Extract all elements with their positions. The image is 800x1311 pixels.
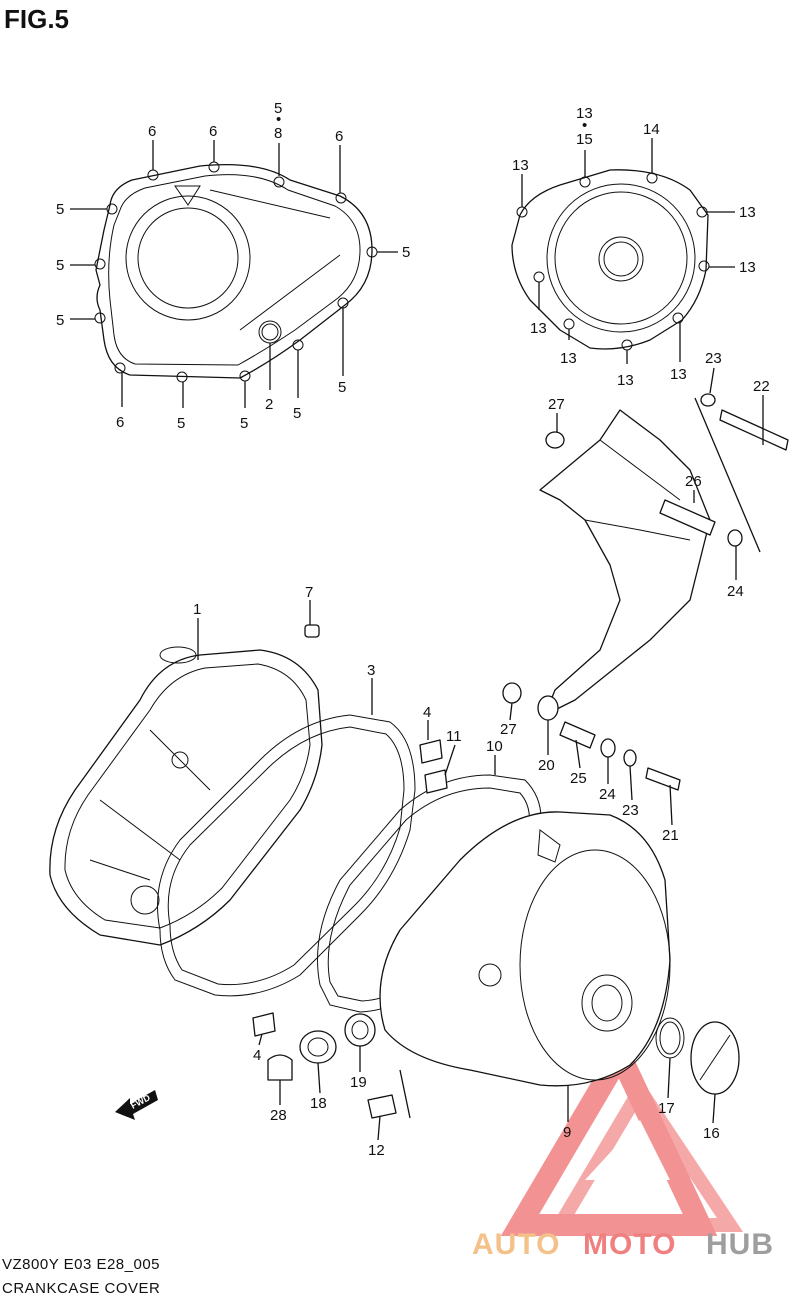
watermark-wordmark: AUTO MOTO HUB <box>472 1228 774 1261</box>
callout-21: 21 <box>662 827 679 844</box>
callout-9: 9 <box>563 1124 571 1141</box>
callout-24: 24 <box>599 786 616 803</box>
leader-lines <box>70 138 764 1141</box>
callout-6: 6 <box>335 128 343 145</box>
callout-16: 16 <box>703 1125 720 1142</box>
callout-13: 13 <box>576 105 593 122</box>
callout-11: 11 <box>446 728 462 745</box>
watermark-logo <box>500 1031 744 1236</box>
callout-13: 13 <box>512 157 529 174</box>
callout-13: 13 <box>739 204 756 221</box>
callout-24: 24 <box>727 583 744 600</box>
callout-5: 5 <box>338 379 346 396</box>
callout-14: 14 <box>643 121 660 138</box>
clutch-cover-part <box>49 624 323 946</box>
figure-title: FIG.5 <box>4 4 70 34</box>
generator-cover-part <box>379 811 740 1095</box>
callout-6: 6 <box>148 123 156 140</box>
callout-13: 13 <box>560 350 577 367</box>
callout-1: 1 <box>193 601 201 618</box>
callout-13: 13 <box>739 259 756 276</box>
watermark-auto: AUTO <box>472 1228 560 1261</box>
callout-8: 8 <box>274 125 282 142</box>
bolt-holes-gen <box>516 172 710 351</box>
callout-13: 13 <box>617 372 634 389</box>
callout-separator-dot: • <box>582 117 587 134</box>
callout-5: 5 <box>240 415 248 432</box>
callout-20: 20 <box>538 757 555 774</box>
callout-23: 23 <box>622 802 639 819</box>
model-code: VZ800Y E03 E28_005 <box>2 1256 161 1273</box>
callout-13: 13 <box>530 320 547 337</box>
callout-19: 19 <box>350 1074 367 1091</box>
callout-labels: 6 6 5 • 8 6 5 5 5 5 6 5 5 2 5 5 13 • 15 … <box>56 100 770 1159</box>
callout-26: 26 <box>685 473 702 490</box>
callout-5: 5 <box>293 405 301 422</box>
callout-2: 2 <box>265 396 273 413</box>
clutch-gasket-part <box>157 714 416 997</box>
callout-17: 17 <box>658 1100 675 1117</box>
callout-12: 12 <box>368 1142 385 1159</box>
callout-13: 13 <box>670 366 687 383</box>
callout-18: 18 <box>310 1095 327 1112</box>
small-parts <box>252 682 681 1119</box>
callout-7: 7 <box>305 584 313 601</box>
callout-separator-dot: • <box>276 111 281 128</box>
generator-cover-outline <box>511 169 710 351</box>
callout-15: 15 <box>576 131 593 148</box>
clutch-cover-outline <box>94 161 378 383</box>
callout-22: 22 <box>753 378 770 395</box>
watermark-hub: HUB <box>706 1228 774 1261</box>
callout-23: 23 <box>705 350 722 367</box>
callout-5: 5 <box>177 415 185 432</box>
callout-28: 28 <box>270 1107 287 1124</box>
forward-direction-arrow: FWD <box>115 1090 158 1120</box>
callout-27: 27 <box>500 721 517 738</box>
callout-3: 3 <box>367 662 375 679</box>
cover-guard-plate <box>539 393 789 716</box>
watermark-moto: MOTO <box>583 1228 676 1261</box>
callout-4: 4 <box>423 704 431 721</box>
diagram-caption: CRANKCASE COVER <box>2 1280 161 1297</box>
callout-6: 6 <box>209 123 217 140</box>
callout-6: 6 <box>116 414 124 431</box>
callout-5: 5 <box>274 100 282 117</box>
callout-4: 4 <box>253 1047 261 1064</box>
callout-5: 5 <box>56 312 64 329</box>
callout-5: 5 <box>56 201 64 218</box>
callout-5: 5 <box>56 257 64 274</box>
callout-25: 25 <box>570 770 587 787</box>
callout-5: 5 <box>402 244 410 261</box>
callout-10: 10 <box>486 738 503 755</box>
callout-27: 27 <box>548 396 565 413</box>
